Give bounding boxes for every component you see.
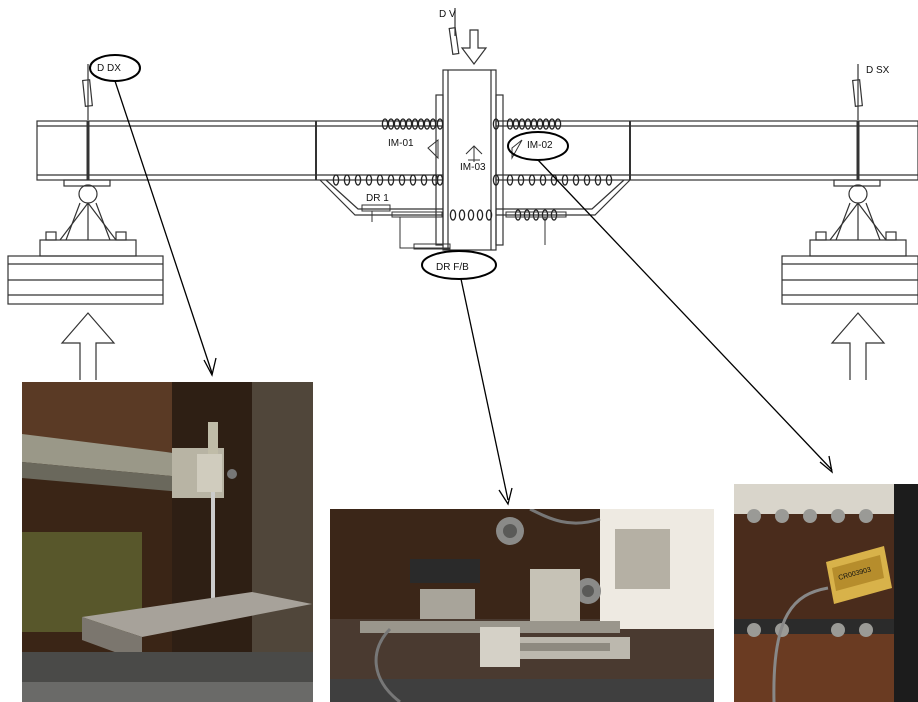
bolt	[518, 118, 526, 130]
bolt-rows	[332, 118, 613, 221]
label-im-01: IM-01	[388, 138, 414, 149]
label-dr-fb: DR F/B	[436, 262, 469, 273]
top-actuator	[448, 8, 488, 65]
bolt	[530, 118, 538, 130]
callout-im-02	[537, 159, 833, 471]
bolt	[429, 118, 437, 130]
bolt	[423, 118, 431, 130]
left-beam	[36, 120, 444, 181]
bolt	[399, 118, 407, 130]
left-support	[7, 179, 164, 380]
bolt	[381, 118, 389, 130]
bolt	[411, 118, 419, 130]
right-support	[781, 179, 918, 380]
bolt	[436, 118, 444, 130]
bolt	[548, 118, 556, 130]
bolt	[512, 118, 520, 130]
bolt	[398, 174, 406, 186]
bolt	[436, 174, 444, 186]
label-dv: D V	[439, 9, 456, 20]
bolt	[523, 209, 531, 221]
bolt	[476, 209, 484, 221]
bolt	[536, 118, 544, 130]
photo-displacement-transducer	[22, 382, 313, 702]
bolt	[572, 174, 580, 186]
callout-d-dx	[114, 80, 213, 374]
callout-dr-fb	[460, 278, 509, 501]
joint-instruments	[361, 138, 567, 250]
bolt	[605, 174, 613, 186]
bolt	[417, 118, 425, 130]
bolt	[561, 174, 569, 186]
ellipse-dr-fb	[421, 250, 497, 280]
bolt	[354, 174, 362, 186]
bolt	[387, 174, 395, 186]
label-im-03: IM-03	[460, 162, 486, 173]
bolt	[485, 209, 493, 221]
bolt	[554, 118, 562, 130]
bolt	[514, 209, 522, 221]
bolt	[583, 174, 591, 186]
bolt	[506, 174, 514, 186]
bolt	[376, 174, 384, 186]
bolt	[467, 209, 475, 221]
callout-arrows	[114, 80, 833, 506]
end-transducers	[82, 64, 864, 120]
bolt	[492, 118, 500, 130]
label-dr-1: DR 1	[366, 193, 389, 204]
bolt	[387, 118, 395, 130]
label-im-02: IM-02	[527, 140, 553, 151]
photo-inclinometer: CR003903	[734, 484, 918, 702]
photo-joint-transducers	[330, 509, 714, 702]
bolt	[492, 174, 500, 186]
right-beam	[495, 120, 918, 181]
bolt	[528, 174, 536, 186]
bolt	[405, 118, 413, 130]
bolt	[550, 209, 558, 221]
bolt	[343, 174, 351, 186]
bolt	[539, 174, 547, 186]
bolt	[420, 174, 428, 186]
bolt	[517, 174, 525, 186]
bolt	[332, 174, 340, 186]
bolt	[532, 209, 540, 221]
label-d-dx: D DX	[97, 63, 121, 74]
bolt	[365, 174, 373, 186]
bolt	[449, 209, 457, 221]
bolt	[542, 118, 550, 130]
label-d-sx: D SX	[866, 65, 890, 76]
bolt	[506, 118, 514, 130]
bolt	[409, 174, 417, 186]
bolt	[458, 209, 466, 221]
bolt	[594, 174, 602, 186]
bolt	[393, 118, 401, 130]
bolt	[524, 118, 532, 130]
